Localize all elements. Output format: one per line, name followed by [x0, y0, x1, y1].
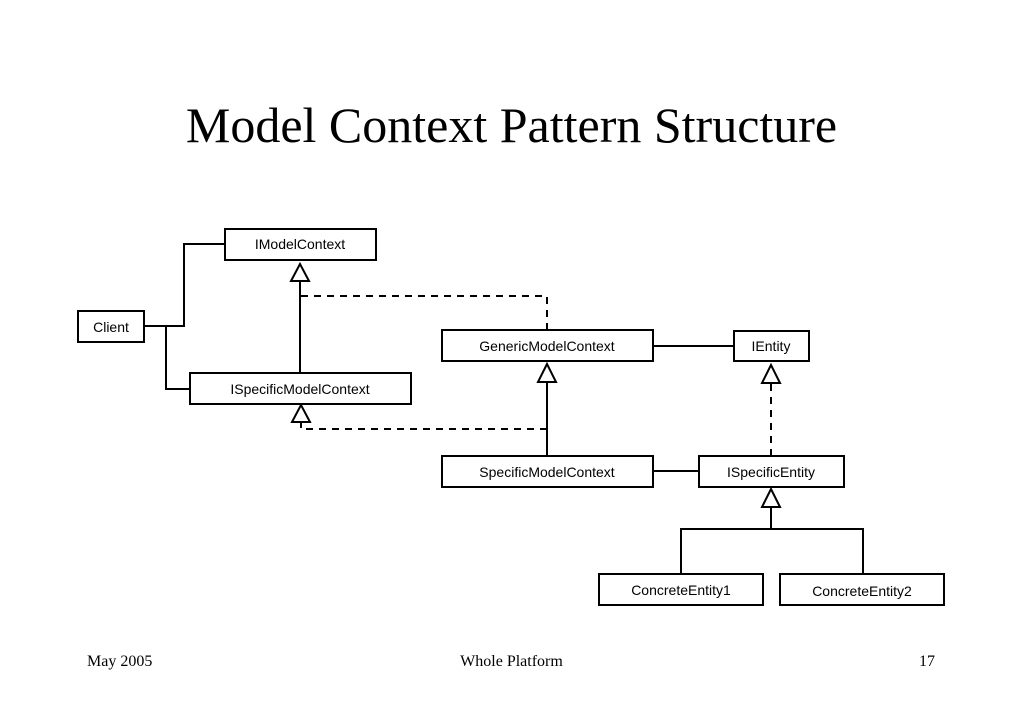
arrowhead-genericmodelcontext: [536, 361, 558, 383]
class-label-ispecificmodelcontext: ISpecificModelContext: [230, 381, 369, 397]
class-label-specificmodelcontext: SpecificModelContext: [479, 464, 615, 480]
class-label-imodelcontext: IModelContext: [255, 236, 345, 252]
class-label-ispecificentity: ISpecificEntity: [727, 464, 815, 480]
class-box-client: Client: [77, 310, 145, 343]
footer-page-number: 17: [919, 653, 935, 670]
class-box-genericmodelcontext: GenericModelContext: [441, 329, 654, 362]
diagram-arrowheads: [289, 261, 782, 508]
edge-client-imodelcontext: [144, 243, 225, 327]
arrowhead-ientity: [760, 362, 782, 384]
class-label-client: Client: [93, 319, 129, 335]
footer-date: May 2005: [87, 653, 153, 670]
class-label-concreteentity2: ConcreteEntity2: [812, 583, 912, 599]
class-label-genericmodelcontext: GenericModelContext: [479, 338, 615, 354]
class-box-imodelcontext: IModelContext: [224, 228, 377, 261]
arrowhead-imodelcontext: [289, 261, 311, 282]
edge-client-ispecificmodelcontext: [165, 325, 190, 390]
class-box-ientity: IEntity: [733, 330, 810, 362]
edge-specificmodelcontext-ispecificmodelcontext: [300, 422, 547, 430]
footer-title: Whole Platform: [460, 653, 563, 670]
edge-concreteentities-ispecificentity: [680, 528, 864, 574]
class-box-ispecificmodelcontext: ISpecificModelContext: [189, 372, 412, 405]
class-box-ispecificentity: ISpecificEntity: [698, 455, 845, 488]
edge-genericmodelcontext-imodelcontext: [300, 295, 548, 330]
class-box-concreteentity1: ConcreteEntity1: [598, 573, 764, 606]
arrowhead-ispecificmodelcontext: [290, 402, 312, 423]
class-label-ientity: IEntity: [752, 338, 791, 354]
class-label-concreteentity1: ConcreteEntity1: [631, 582, 731, 598]
arrowhead-ispecificentity: [760, 486, 782, 508]
diagram-edges: [144, 243, 864, 574]
slide-title: Model Context Pattern Structure: [185, 97, 838, 153]
class-box-concreteentity2: ConcreteEntity2: [779, 573, 945, 606]
class-box-specificmodelcontext: SpecificModelContext: [441, 455, 654, 488]
